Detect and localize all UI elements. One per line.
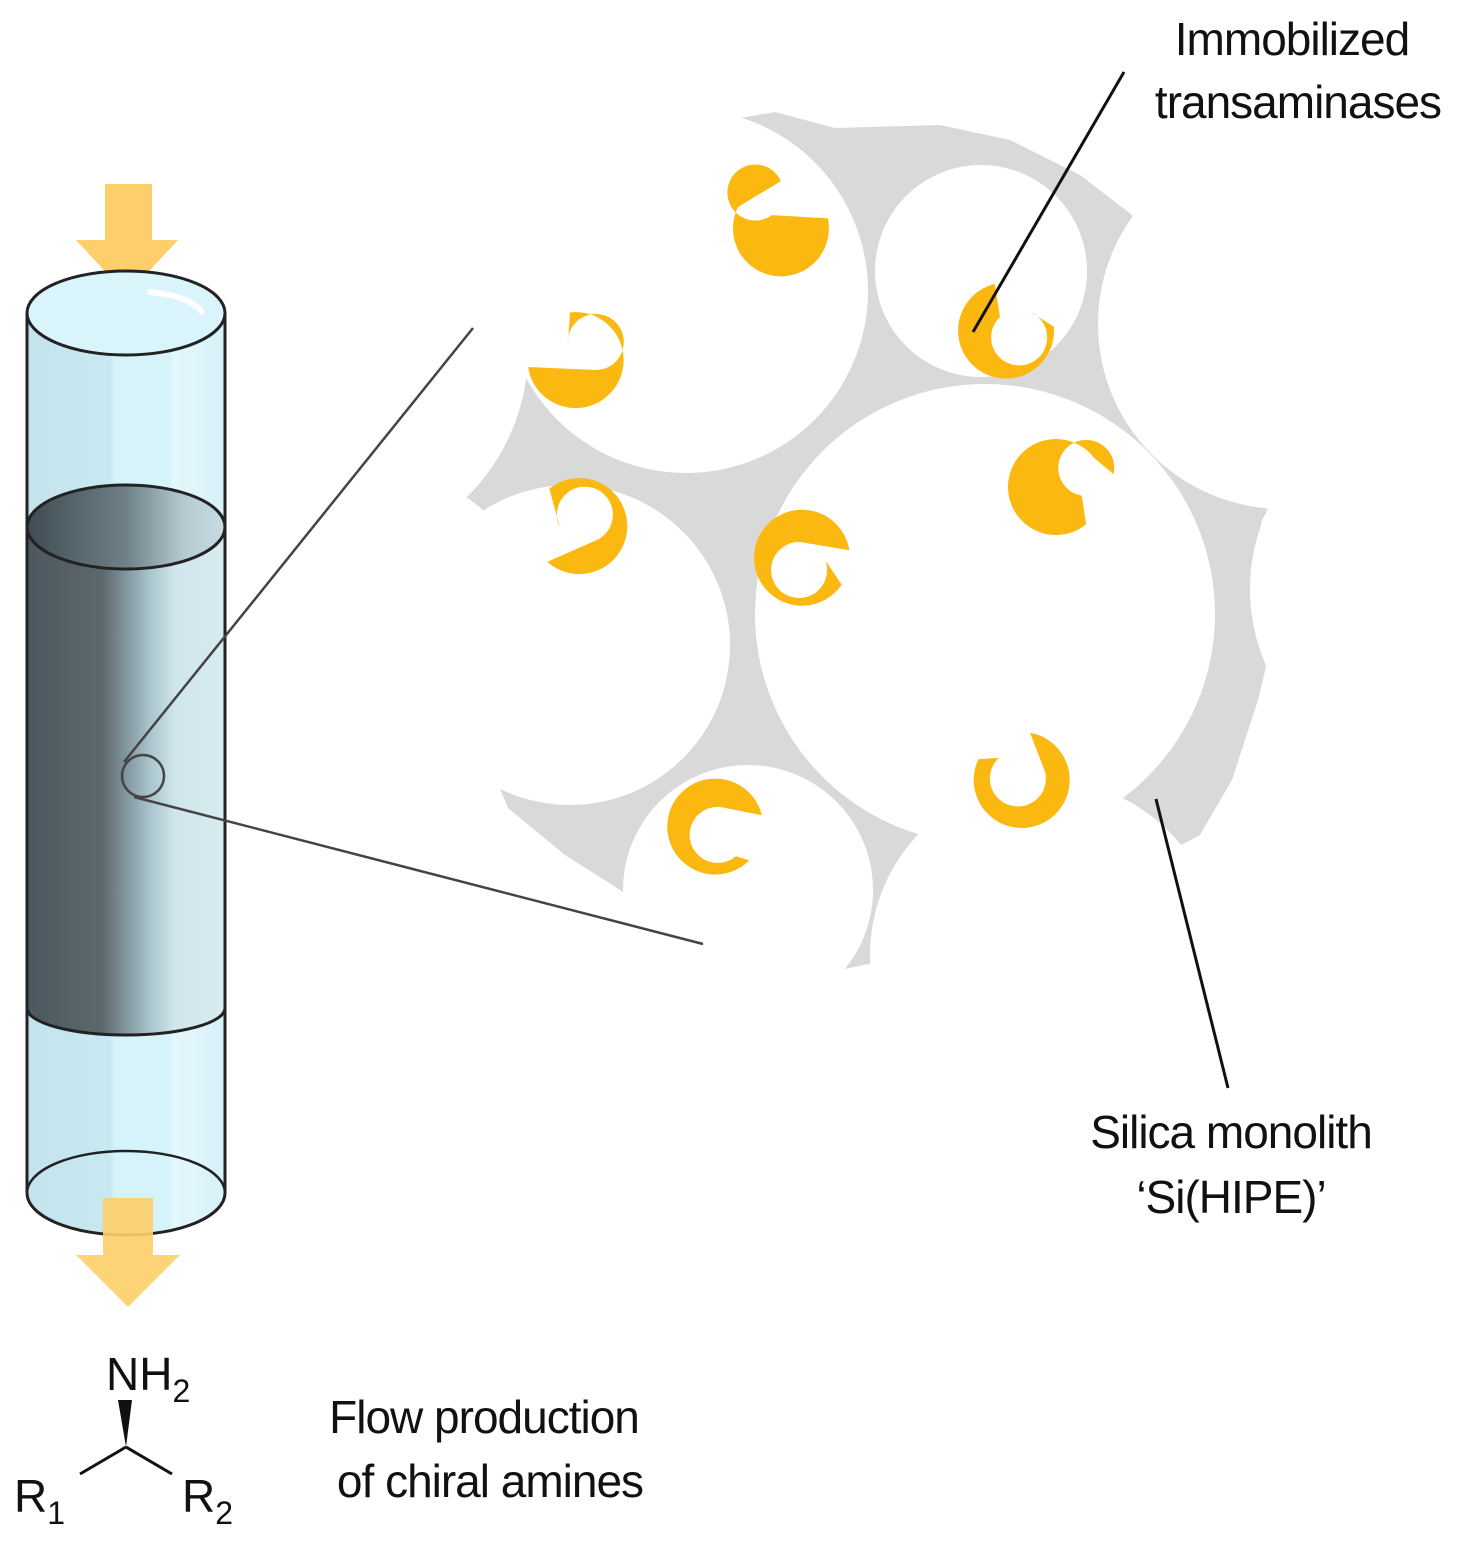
silica-label-line1: Silica monolith xyxy=(1090,1106,1372,1158)
outlet-arrow-icon xyxy=(76,1198,180,1307)
substituent-r2: R2 xyxy=(182,1470,233,1531)
flow-column xyxy=(25,184,227,1307)
packed-bed xyxy=(27,527,225,1035)
column-bottom-cap-back xyxy=(25,1149,227,1194)
silica-monolith xyxy=(418,112,1278,970)
bond-r1 xyxy=(79,1445,127,1476)
silica-label-line2: ‘Si(HIPE)’ xyxy=(1136,1171,1325,1223)
amine-group: NH2 xyxy=(106,1348,190,1409)
column-top-cap xyxy=(25,269,227,357)
chiral-amine-structure: NH2 R1 R2 xyxy=(14,1348,233,1531)
zoom-line-upper xyxy=(123,327,474,763)
substituent-r1: R1 xyxy=(14,1470,65,1531)
enzyme-crescent-icon xyxy=(528,164,1115,875)
packed-bed-bottom-edge xyxy=(25,1007,227,1037)
enzyme-label-line1: Immobilized xyxy=(1175,13,1409,65)
enzyme-leader-line xyxy=(971,71,1126,333)
wedge-bond xyxy=(118,1400,132,1447)
silica-matrix xyxy=(418,112,1278,970)
inlet-arrow-icon xyxy=(76,184,178,295)
zoom-line-lower xyxy=(133,795,704,946)
silica-leader-line xyxy=(1154,798,1230,1089)
zoom-spot xyxy=(120,753,166,799)
enzyme-label-line2: transaminases xyxy=(1155,76,1441,128)
product-label-line1: Flow production xyxy=(329,1391,639,1443)
bond-r2 xyxy=(125,1445,173,1476)
packed-bed-top xyxy=(25,483,227,571)
product-label-line2: of chiral amines xyxy=(337,1455,643,1507)
